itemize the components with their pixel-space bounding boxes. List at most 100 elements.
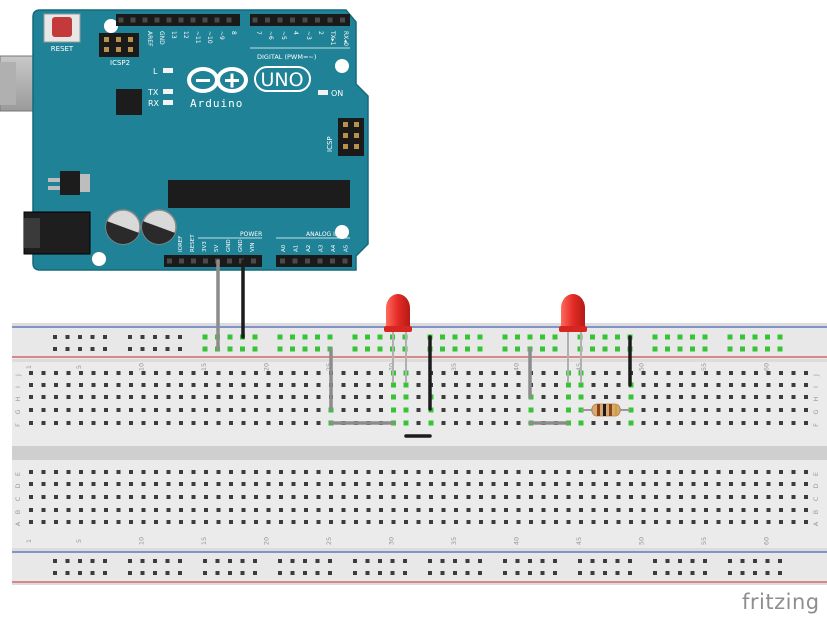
breadboard-hole [341, 520, 346, 524]
header-pin[interactable] [130, 17, 136, 23]
breadboard-hole [254, 383, 258, 387]
breadboard-hole [591, 495, 596, 499]
breadboard-hole [516, 470, 521, 474]
breadboard-hole [504, 520, 508, 524]
breadboard-hole [666, 495, 671, 499]
power-pin[interactable] [167, 258, 172, 264]
breadboard-hole [766, 470, 771, 474]
breadboard-hole [629, 520, 633, 524]
breadboard-hole [616, 421, 621, 425]
breadboard-hole [229, 495, 233, 499]
breadboard-hole [103, 347, 107, 351]
breadboard-hole [304, 395, 308, 399]
header-pin[interactable] [302, 17, 308, 23]
breadboard-hole-connected [752, 346, 758, 352]
breadboard-hole [666, 482, 671, 486]
analog-pin[interactable] [305, 258, 310, 264]
breadboard-hole [29, 470, 33, 474]
header-pin[interactable] [277, 17, 283, 23]
breadboard-hole [104, 482, 108, 486]
breadboard-column-number: 35 [450, 363, 458, 371]
breadboard-row-letter: A [812, 521, 820, 526]
breadboard-hole [465, 571, 470, 575]
breadboard-hole-connected [765, 346, 770, 352]
breadboard-hole [166, 383, 171, 387]
led-on-indicator [318, 90, 328, 95]
breadboard-hole-connected [428, 420, 434, 426]
power-pin[interactable] [251, 258, 256, 264]
breadboard-hole [528, 571, 532, 575]
header-pin[interactable] [214, 17, 220, 23]
header-pin[interactable] [190, 17, 196, 23]
breadboard-hole [590, 571, 595, 575]
power-pin[interactable] [191, 258, 196, 264]
breadboard-hole [79, 395, 83, 399]
breadboard-hole [504, 508, 508, 512]
header-pin[interactable] [252, 17, 258, 23]
breadboard-column-number: 50 [638, 363, 646, 371]
breadboard-hole [153, 335, 157, 339]
breadboard-hole [354, 482, 358, 486]
header-pin[interactable] [202, 17, 208, 23]
breadboard-row-letter: C [812, 496, 820, 501]
breadboard-hole-connected [578, 382, 584, 388]
breadboard-hole [716, 470, 721, 474]
header-pin[interactable] [340, 17, 345, 23]
header-pin[interactable] [265, 17, 270, 23]
header-pin[interactable] [166, 17, 172, 23]
breadboard-hole [479, 421, 483, 425]
header-pin[interactable] [290, 17, 295, 23]
breadboard-hole [704, 408, 708, 412]
header-pin[interactable] [118, 17, 124, 23]
on-label: ON [331, 89, 343, 98]
power-pin[interactable] [203, 258, 208, 264]
breadboard-hole [228, 559, 232, 563]
breadboard-hole [29, 508, 33, 512]
analog-pin[interactable] [317, 258, 323, 264]
breadboard-row-letter: C [14, 496, 22, 501]
header-pin[interactable] [226, 17, 232, 23]
breadboard-hole [279, 495, 283, 499]
breadboard-hole [116, 482, 121, 486]
breadboard-hole [704, 482, 708, 486]
breadboard-hole [378, 571, 382, 575]
breadboard-hole [129, 482, 133, 486]
breadboard-hole [491, 520, 496, 524]
analog-pin[interactable] [292, 258, 298, 264]
breadboard-column-number: 45 [575, 363, 583, 371]
digital-pin-label: 13 [170, 31, 177, 39]
breadboard-hole [604, 421, 608, 425]
breadboard-hole [41, 383, 46, 387]
power-pin[interactable] [179, 258, 184, 264]
breadboard-hole [466, 495, 471, 499]
breadboard-hole [615, 559, 620, 563]
breadboard-hole [65, 559, 70, 563]
icsp2-pin [104, 37, 109, 42]
breadboard-hole [91, 495, 96, 499]
analog-pin[interactable] [280, 258, 285, 264]
header-pin[interactable] [142, 17, 148, 23]
header-pin[interactable] [178, 17, 184, 23]
breadboard-hole [466, 371, 471, 375]
breadboard-hole [178, 347, 182, 351]
breadboard-hole [616, 482, 621, 486]
breadboard-hole [591, 520, 596, 524]
breadboard-hole-connected [552, 346, 558, 352]
breadboard-hole [654, 371, 658, 375]
breadboard-hole [378, 559, 382, 563]
breadboard-hole [104, 421, 108, 425]
breadboard-hole [466, 482, 471, 486]
analog-pin[interactable] [342, 258, 348, 264]
breadboard-hole [754, 482, 758, 486]
breadboard-hole [791, 520, 796, 524]
power-pin[interactable] [227, 258, 232, 264]
header-pin[interactable] [154, 17, 160, 23]
breadboard-hole [166, 371, 171, 375]
header-pin[interactable] [315, 17, 320, 23]
header-pin[interactable] [327, 17, 333, 23]
breadboard-hole [316, 408, 321, 412]
reset-button[interactable] [52, 17, 72, 37]
analog-pin[interactable] [330, 258, 335, 264]
breadboard-hole [191, 495, 196, 499]
breadboard-hole [41, 470, 46, 474]
